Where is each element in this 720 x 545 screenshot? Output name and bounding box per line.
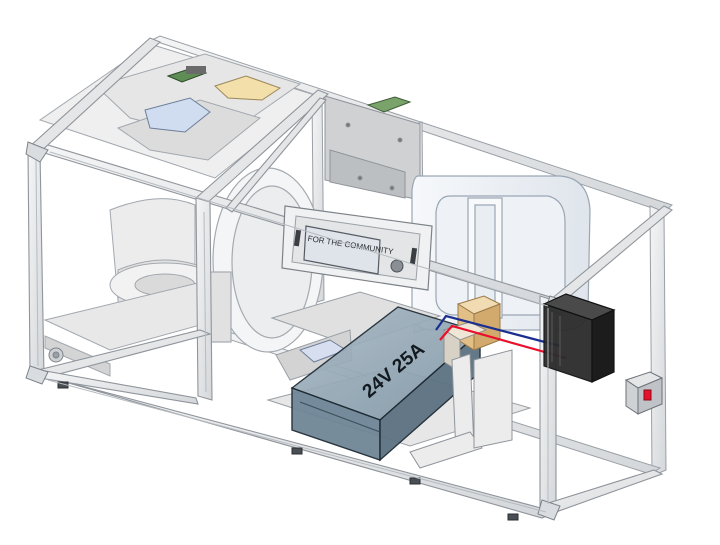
- wire-blue: [435, 314, 561, 348]
- encoder-knob-icon: [390, 259, 404, 273]
- rear-panel: [324, 95, 421, 201]
- power-wires: [435, 314, 567, 360]
- top-connector-board: [166, 66, 412, 113]
- rail-slots: [35, 151, 549, 513]
- electronics-box: [542, 293, 616, 383]
- power-switch: [624, 371, 664, 415]
- mount-bracket: [409, 349, 513, 469]
- wire-red: [439, 324, 567, 360]
- lcd-screen: [303, 225, 381, 275]
